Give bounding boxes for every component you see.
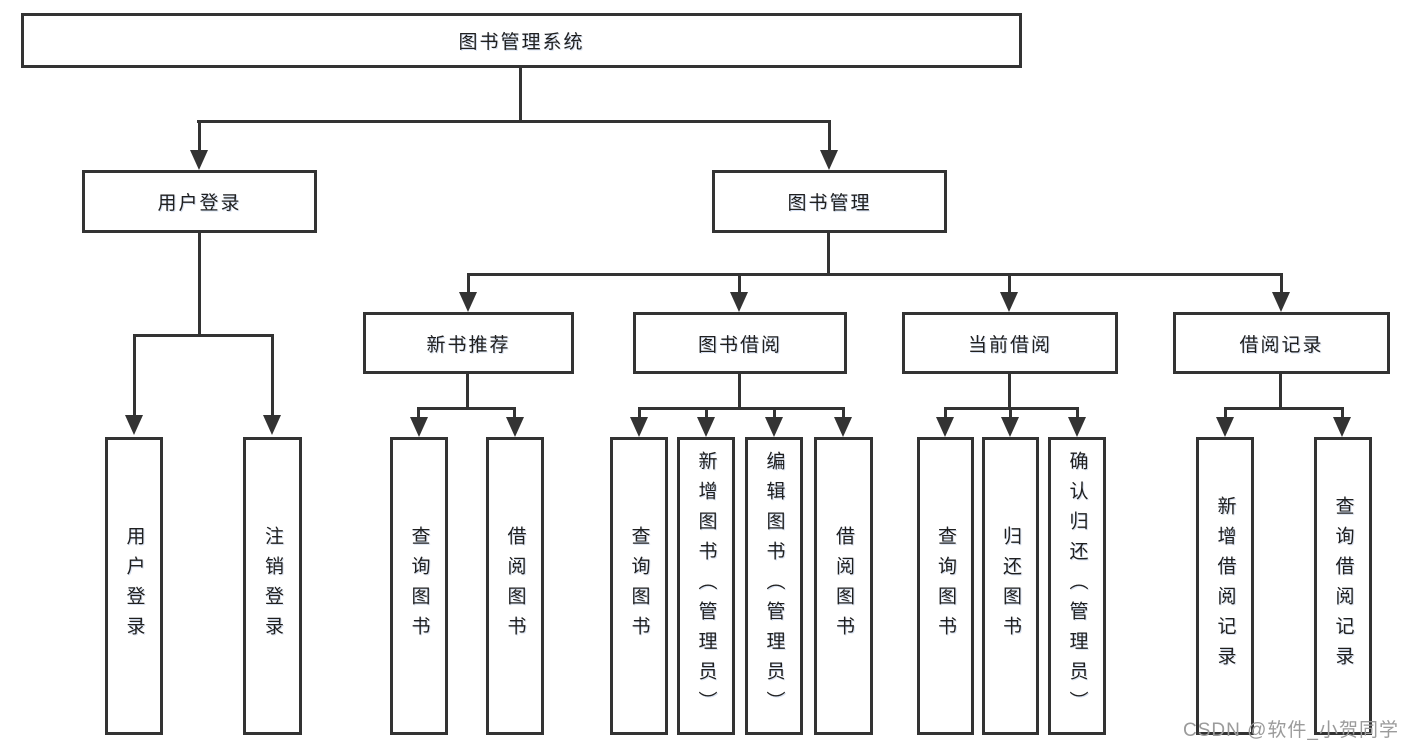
node-root-label: 图书管理系统 — [458, 32, 585, 53]
connector-newbooks-stub — [466, 374, 469, 410]
arrow-to-leaf-current-confirm — [1068, 417, 1086, 437]
arrow-to-leaf-borrow-edit — [765, 417, 783, 437]
leaf-borrow-borrow-label: 借阅图书 — [833, 526, 854, 646]
node-root: 图书管理系统 — [21, 13, 1022, 68]
node-borrow-records: 借阅记录 — [1173, 312, 1390, 374]
arrow-to-new-books — [459, 292, 477, 312]
leaf-records-query: 查询借阅记录 — [1314, 437, 1372, 735]
leaf-borrow-borrow: 借阅图书 — [814, 437, 873, 735]
arrow-to-borrow-records — [1272, 292, 1290, 312]
csdn-watermark: CSDN @软件_小贺同学 — [1183, 720, 1399, 741]
connector-records-drop-1 — [1224, 407, 1227, 419]
arrow-to-leaf-user-login — [125, 415, 143, 435]
leaf-borrow-edit-admin: 编辑图书（管理员） — [745, 437, 803, 735]
connector-borrow-drop-1 — [638, 407, 641, 419]
arrow-to-user-login — [190, 150, 208, 170]
leaf-borrow-add-admin: 新增图书（管理员） — [677, 437, 735, 735]
arrow-to-leaf-current-query — [936, 417, 954, 437]
arrow-to-leaf-newbooks-borrow — [506, 417, 524, 437]
connector-current-drop-1 — [944, 407, 947, 419]
connector-newbooks-drop-1 — [417, 407, 420, 419]
connector-borrow-bar — [638, 407, 845, 410]
node-book-mgmt: 图书管理 — [712, 170, 947, 233]
leaf-current-query: 查询图书 — [917, 437, 974, 735]
connector-mgmt-drop-3 — [1008, 273, 1011, 294]
arrow-to-book-mgmt — [820, 150, 838, 170]
node-user-login: 用户登录 — [82, 170, 317, 233]
leaf-current-confirm-admin-label: 确认归还（管理员） — [1066, 451, 1088, 721]
connector-newbooks-bar — [417, 407, 516, 410]
connector-mgmt-stub — [827, 233, 830, 276]
arrow-to-leaf-current-return — [1001, 417, 1019, 437]
connector-root-drop-right — [828, 120, 831, 152]
leaf-newbooks-query-label: 查询图书 — [408, 526, 430, 646]
leaf-current-return: 归还图书 — [982, 437, 1039, 735]
connector-current-stub — [1008, 374, 1011, 410]
leaf-user-login: 用户登录 — [105, 437, 163, 735]
node-new-books: 新书推荐 — [363, 312, 574, 374]
leaf-records-query-label: 查询借阅记录 — [1332, 496, 1354, 676]
node-borrow-records-label: 借阅记录 — [1239, 334, 1324, 356]
arrow-to-book-borrow — [730, 292, 748, 312]
leaf-records-add: 新增借阅记录 — [1196, 437, 1254, 735]
connector-borrow-drop-3 — [773, 407, 776, 419]
connector-user-drop-2 — [271, 334, 274, 417]
leaf-records-add-label: 新增借阅记录 — [1214, 496, 1236, 676]
leaf-borrow-query: 查询图书 — [610, 437, 668, 735]
connector-mgmt-drop-1 — [467, 273, 470, 294]
connector-borrow-drop-4 — [842, 407, 845, 419]
connector-borrow-stub — [738, 374, 741, 410]
leaf-borrow-edit-admin-label: 编辑图书（管理员） — [763, 451, 785, 721]
leaf-newbooks-borrow: 借阅图书 — [486, 437, 544, 735]
node-new-books-label: 新书推荐 — [426, 334, 511, 356]
connector-mgmt-drop-4 — [1280, 273, 1283, 294]
connector-root-bar — [197, 120, 831, 123]
leaf-current-return-label: 归还图书 — [1000, 526, 1021, 646]
arrow-to-leaf-borrow-add — [697, 417, 715, 437]
connector-mgmt-bar — [467, 273, 1283, 276]
connector-newbooks-drop-2 — [513, 407, 516, 419]
connector-current-drop-3 — [1076, 407, 1079, 419]
arrow-to-leaf-newbooks-query — [410, 417, 428, 437]
node-user-login-label: 用户登录 — [157, 193, 242, 214]
connector-user-bar — [133, 334, 274, 337]
leaf-borrow-query-label: 查询图书 — [628, 526, 650, 646]
connector-current-drop-2 — [1009, 407, 1012, 419]
leaf-borrow-add-admin-label: 新增图书（管理员） — [695, 451, 717, 721]
arrow-to-leaf-borrow-borrow — [834, 417, 852, 437]
connector-records-bar — [1224, 407, 1344, 410]
arrow-to-leaf-borrow-query — [630, 417, 648, 437]
leaf-current-query-label: 查询图书 — [935, 526, 956, 646]
leaf-newbooks-borrow-label: 借阅图书 — [504, 526, 526, 646]
leaf-newbooks-query: 查询图书 — [390, 437, 448, 735]
connector-records-stub — [1279, 374, 1282, 410]
connector-borrow-drop-2 — [705, 407, 708, 419]
leaf-user-logout-label: 注销登录 — [262, 526, 283, 646]
arrow-to-leaf-records-query — [1333, 417, 1351, 437]
connector-user-drop-1 — [133, 334, 136, 417]
node-book-mgmt-label: 图书管理 — [787, 193, 872, 214]
arrow-to-leaf-user-logout — [263, 415, 281, 435]
connector-user-stub — [198, 233, 201, 337]
connector-records-drop-2 — [1341, 407, 1344, 419]
arrow-to-leaf-records-add — [1216, 417, 1234, 437]
node-book-borrow-label: 图书借阅 — [697, 334, 782, 356]
leaf-user-login-label: 用户登录 — [123, 526, 145, 646]
leaf-current-confirm-admin: 确认归还（管理员） — [1048, 437, 1106, 735]
connector-mgmt-drop-2 — [738, 273, 741, 294]
leaf-user-logout: 注销登录 — [243, 437, 302, 735]
node-current-borrow: 当前借阅 — [902, 312, 1118, 374]
connector-root-stub — [519, 68, 522, 123]
connector-root-drop-left — [198, 120, 201, 152]
node-current-borrow-label: 当前借阅 — [967, 334, 1052, 356]
node-book-borrow: 图书借阅 — [633, 312, 847, 374]
arrow-to-current-borrow — [1000, 292, 1018, 312]
